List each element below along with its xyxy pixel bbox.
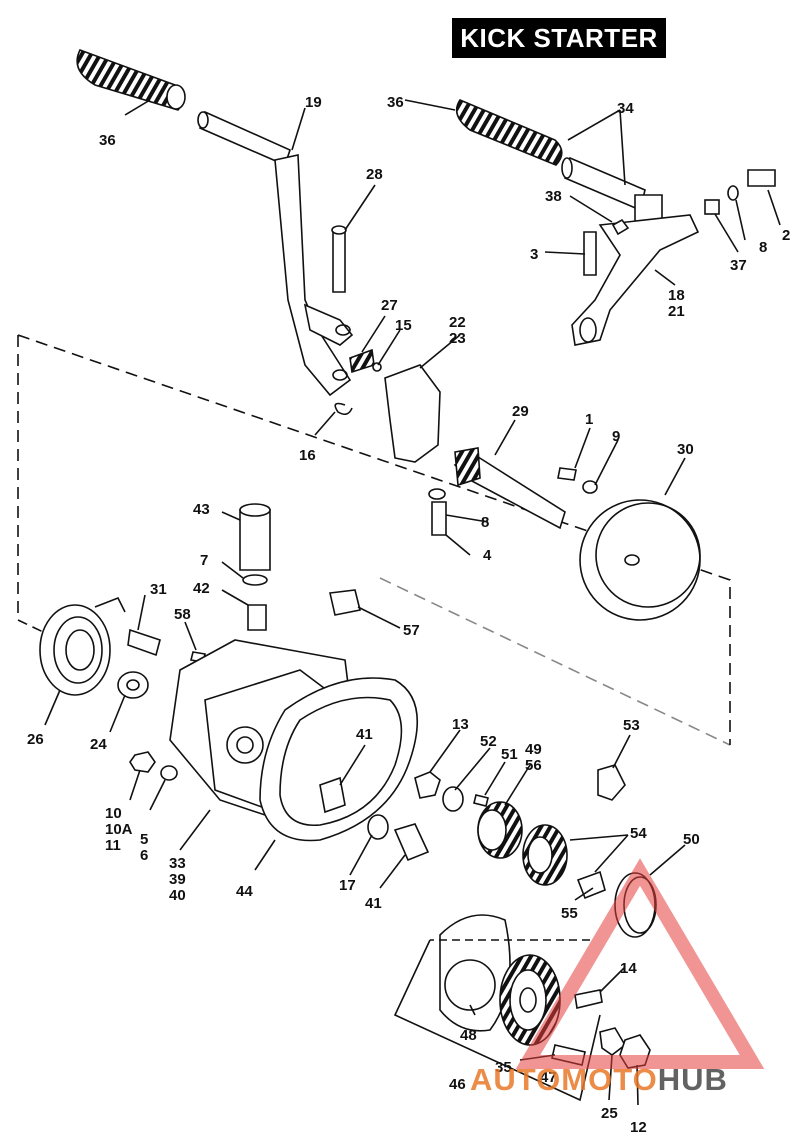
label-30: 30 (677, 441, 694, 458)
ratchet-block (384, 364, 441, 463)
label-41-lower: 41 (365, 895, 382, 912)
label-2: 2 (782, 227, 791, 244)
label-44: 44 (236, 883, 253, 900)
label-24: 24 (90, 736, 107, 753)
label-16: 16 (299, 447, 316, 464)
label-3: 3 (530, 246, 539, 263)
label-38: 38 (545, 188, 562, 205)
label-8-lower: 8 (481, 514, 490, 531)
label-14: 14 (620, 960, 637, 977)
dashed-assembly-outline (17, 334, 731, 745)
watermark-part-auto: AUTO (470, 1062, 562, 1097)
label-46: 46 (449, 1076, 466, 1093)
label-26: 26 (27, 731, 44, 748)
gear-54 (522, 824, 568, 886)
label-35: 35 (495, 1059, 512, 1076)
label-7: 7 (200, 552, 209, 569)
recoil-spring (39, 596, 126, 696)
watermark-triangle (515, 858, 765, 1069)
label-22-23: 22 23 (449, 314, 466, 347)
label-57: 57 (403, 622, 420, 639)
label-48: 48 (460, 1027, 477, 1044)
label-8: 8 (759, 239, 768, 256)
part-53 (597, 764, 626, 801)
label-53: 53 (623, 717, 640, 734)
label-51: 51 (501, 746, 518, 763)
label-19: 19 (305, 94, 322, 111)
label-5-6: 5 6 (140, 831, 149, 864)
label-58: 58 (174, 606, 191, 623)
label-1: 1 (585, 411, 594, 428)
label-43: 43 (193, 501, 210, 518)
cover-30 (579, 499, 701, 621)
label-12: 12 (630, 1119, 647, 1136)
label-42: 42 (193, 580, 210, 597)
label-33-39-40: 33 39 40 (169, 855, 186, 904)
label-36: 36 (99, 132, 116, 149)
pin-28 (332, 229, 346, 293)
label-10-10A-11: 10 10A 11 (105, 805, 133, 854)
label-49-56: 49 56 (525, 741, 542, 774)
label-18-21: 18 21 (668, 287, 685, 320)
label-47: 47 (540, 1069, 557, 1086)
label-9: 9 (612, 428, 621, 445)
label-36-right: 36 (387, 94, 404, 111)
label-54: 54 (630, 825, 647, 842)
watermark-part-hub: HUB (657, 1062, 728, 1097)
label-28: 28 (366, 166, 383, 183)
label-4: 4 (483, 547, 492, 564)
label-34: 34 (617, 100, 634, 117)
kick-lever (197, 110, 354, 397)
watermark-part-moto: MOTO (561, 1062, 658, 1097)
label-13: 13 (452, 716, 469, 733)
label-17: 17 (339, 877, 356, 894)
gear-49 (477, 801, 523, 859)
label-29: 29 (512, 403, 529, 420)
label-50: 50 (683, 831, 700, 848)
label-41: 41 (356, 726, 373, 743)
label-55: 55 (561, 905, 578, 922)
watermark-text: AUTOMOTOHUB (470, 1062, 728, 1098)
label-27: 27 (381, 297, 398, 314)
label-25: 25 (601, 1105, 618, 1122)
label-52: 52 (480, 733, 497, 750)
label-31: 31 (150, 581, 167, 598)
plate-48 (439, 914, 511, 1032)
label-37: 37 (730, 257, 747, 274)
gasket (259, 677, 418, 842)
diagram-title: KICK STARTER (452, 18, 666, 58)
footrest-grip-left (76, 49, 186, 111)
label-15: 15 (395, 317, 412, 334)
starter-arm (571, 214, 700, 346)
